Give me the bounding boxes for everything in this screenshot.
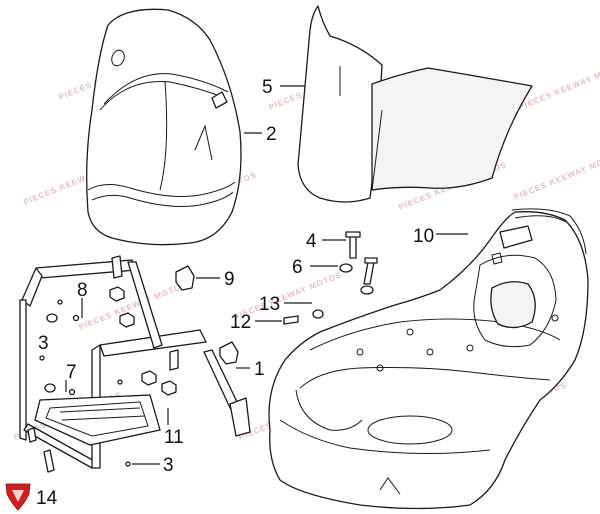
part-7-washer-b: [68, 388, 76, 396]
callout-5: 5: [262, 77, 273, 98]
part-4-bolt-a: [349, 235, 357, 259]
callout-11: 11: [164, 427, 184, 448]
part-11-nut-b: [119, 312, 135, 328]
part-6-washer-a: [339, 263, 353, 273]
hardware: [27, 231, 378, 473]
part-9-clip: [175, 265, 195, 291]
part-3-screw-a: [57, 299, 63, 305]
part-11-nut-d: [161, 380, 177, 396]
part-5-inner-panel: [297, 5, 533, 203]
callout-8: 8: [77, 280, 88, 301]
part-4-bolt-b-head: [364, 257, 378, 264]
callout-12: 12: [230, 312, 251, 333]
part-6-washer-b: [360, 285, 374, 295]
part-3-screw-b: [39, 355, 45, 361]
callout-13: 13: [259, 294, 280, 315]
shield-logo-mark: [12, 490, 24, 502]
callout-6: 6: [292, 257, 303, 278]
callout-2: 2: [266, 124, 277, 145]
callout-7: 7: [66, 362, 77, 383]
callout-9: 9: [224, 269, 235, 290]
part-14-bolt-b: [43, 449, 55, 473]
part-11-nut-a: [109, 286, 125, 302]
part-1-clip: [219, 341, 239, 365]
part-14-bolt-a: [27, 427, 37, 443]
leader-lines: [65, 85, 468, 465]
callout-1: 1: [254, 359, 265, 380]
part-3-screw-c: [117, 379, 123, 385]
callouts: 2 5 10 4 6 9 13 12 1 8 3 7 11 3 14: [36, 77, 434, 509]
part-2-front-shield: [86, 8, 242, 246]
watermark-7: PIECES KEEWAY MOTOS: [512, 150, 600, 202]
part-10-leg-shield-body: [268, 208, 589, 510]
callout-3-upper: 3: [38, 333, 49, 354]
part-12-screw: [283, 315, 299, 325]
callout-3-lower: 3: [163, 455, 174, 476]
part-3-screw-d: [125, 461, 131, 467]
bracket-frame: [19, 255, 251, 469]
part-13-washer: [312, 309, 324, 319]
part-8-washer-b: [72, 314, 80, 322]
callout-10: 10: [413, 226, 434, 247]
part-4-bolt-a-head: [345, 231, 361, 238]
part-8-washer-a: [46, 313, 58, 323]
brand-logo: [5, 483, 31, 511]
callout-4: 4: [306, 231, 317, 252]
part-7-washer-a: [44, 383, 56, 393]
part-4-bolt-b: [363, 261, 375, 285]
part-11-nut-c: [141, 370, 157, 386]
callout-14: 14: [36, 488, 58, 509]
